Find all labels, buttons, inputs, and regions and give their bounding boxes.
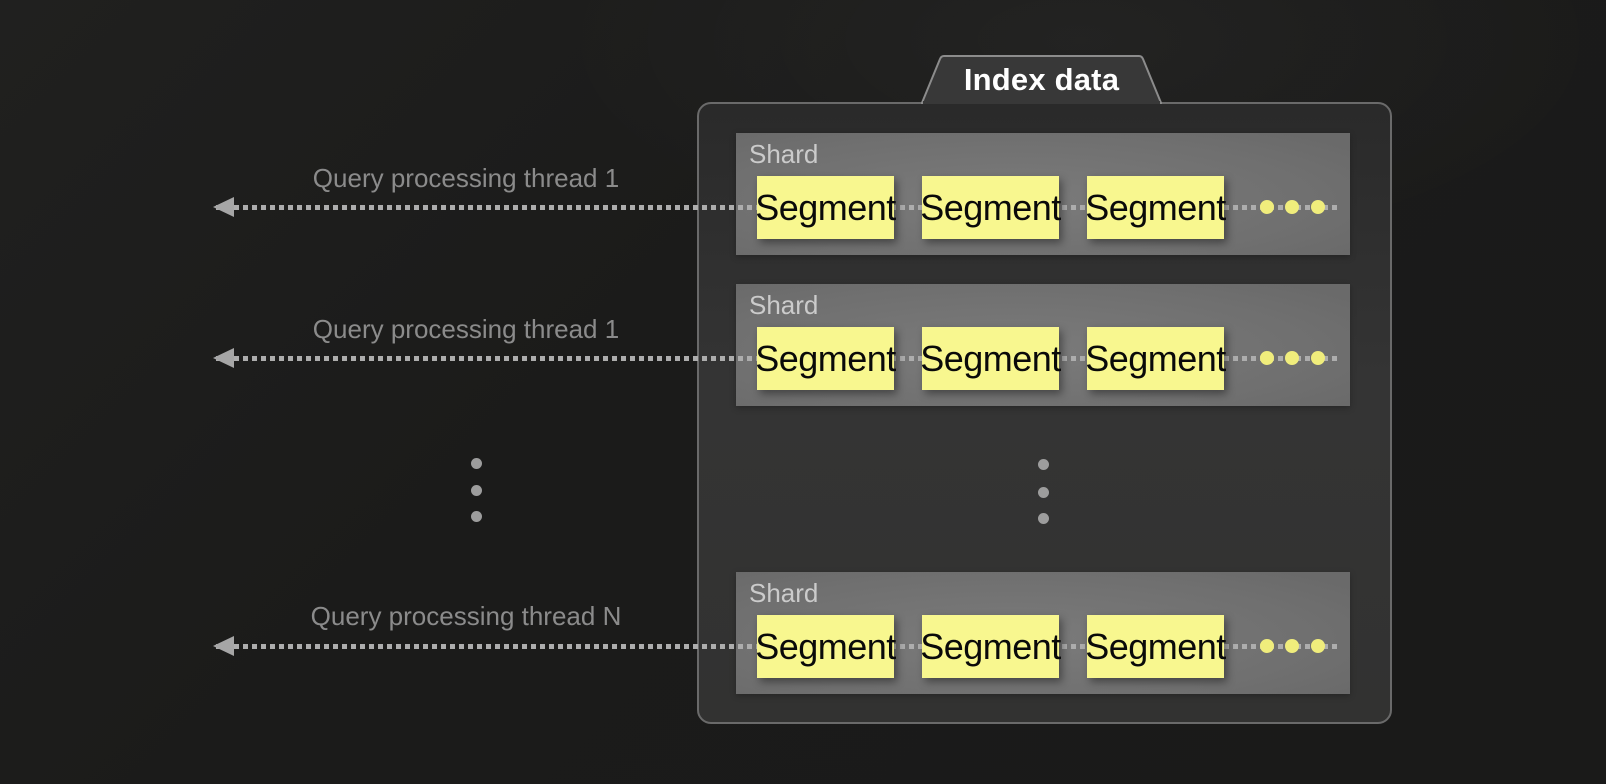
segment-ellipsis-dot-icon — [1285, 200, 1299, 214]
ellipsis-dot-icon — [1038, 459, 1049, 470]
query-thread-label-3: Query processing thread N — [310, 601, 622, 631]
ellipsis-dot-icon — [471, 458, 482, 469]
segment-box: Segment — [1085, 176, 1226, 239]
index-data-tab-label: Index data — [963, 62, 1120, 97]
segment-ellipsis-dot-icon — [1285, 351, 1299, 365]
shard-label: Shard — [749, 139, 819, 169]
shard-label: Shard — [749, 290, 819, 320]
segment-ellipsis-dot-icon — [1260, 639, 1274, 653]
ellipsis-dot-icon — [1038, 513, 1049, 524]
segment-box: Segment — [1085, 327, 1226, 390]
segment-ellipsis-dot-icon — [1260, 351, 1274, 365]
segment-box: Segment — [755, 615, 896, 678]
query-thread-label-2: Query processing thread 1 — [312, 314, 620, 344]
shard-row-3: Shard Segment Segment Segment — [736, 572, 1350, 694]
segment-ellipsis-dot-icon — [1311, 351, 1325, 365]
shard-row-2: Shard Segment Segment Segment — [736, 284, 1350, 406]
segment-box: Segment — [920, 327, 1061, 390]
arrowhead-left-icon — [213, 636, 234, 656]
segment-ellipsis-dot-icon — [1311, 639, 1325, 653]
segment-box: Segment — [920, 615, 1061, 678]
segment-ellipsis-dot-icon — [1260, 200, 1274, 214]
shard-row-1: Shard Segment Segment Segment — [736, 133, 1350, 255]
segment-box: Segment — [1085, 615, 1226, 678]
arrowhead-left-icon — [213, 348, 234, 368]
ellipsis-dot-icon — [1038, 487, 1049, 498]
segment-ellipsis-dot-icon — [1311, 200, 1325, 214]
ellipsis-dot-icon — [471, 511, 482, 522]
shard-label: Shard — [749, 578, 819, 608]
segment-ellipsis-dot-icon — [1285, 639, 1299, 653]
segment-box: Segment — [755, 176, 896, 239]
segment-box: Segment — [755, 327, 896, 390]
index-data-tab — [921, 55, 1162, 104]
arrowhead-left-icon — [213, 197, 234, 217]
ellipsis-dot-icon — [471, 485, 482, 496]
segment-box: Segment — [920, 176, 1061, 239]
query-thread-label-1: Query processing thread 1 — [312, 163, 620, 193]
